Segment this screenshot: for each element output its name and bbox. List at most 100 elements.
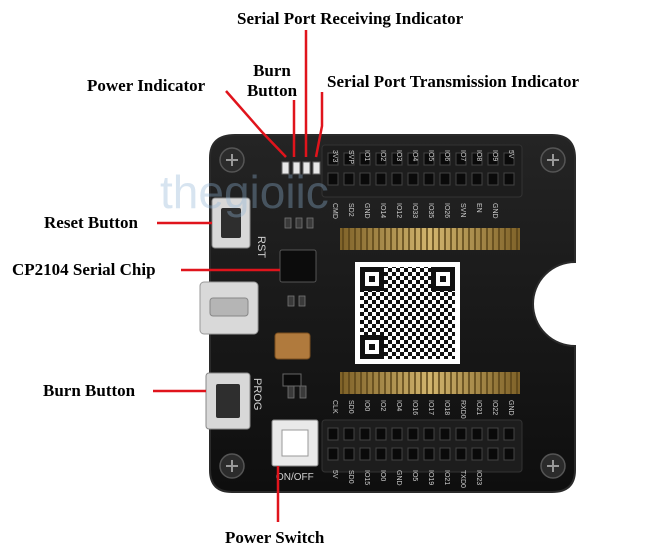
header-hole — [487, 172, 499, 186]
silk-pin-label: 3V3 — [331, 150, 338, 163]
silk-pin-label: CLK — [331, 400, 338, 414]
silk-on-off: ON/OFF — [276, 472, 314, 483]
leader-lines — [153, 30, 324, 522]
silk-rst: RST — [255, 236, 267, 258]
silk-pin-label: SD0 — [347, 400, 354, 414]
header-hole — [503, 427, 515, 441]
header-hole — [471, 427, 483, 441]
silk-pin-label: IO7 — [459, 150, 466, 161]
screw-icon — [219, 147, 566, 479]
silk-pin-label: IO18 — [443, 400, 450, 415]
micro-usb-port — [199, 281, 259, 335]
header-hole — [359, 152, 371, 166]
header-hole — [407, 427, 419, 441]
silk-pin-label: SVP — [347, 150, 354, 164]
silk-pin-label: IO33 — [411, 203, 418, 218]
header-hole — [343, 447, 355, 461]
silk-pin-label: IO16 — [411, 400, 418, 415]
header-hole — [487, 427, 499, 441]
silk-pin-label: IO6 — [443, 150, 450, 161]
header-hole — [407, 447, 419, 461]
header-hole — [455, 172, 467, 186]
label-power-switch: Power Switch — [225, 528, 325, 547]
header-hole — [375, 427, 387, 441]
header-hole — [455, 427, 467, 441]
header-hole — [503, 172, 515, 186]
silk-pin-label: IO4 — [411, 150, 418, 161]
header-hole — [423, 447, 435, 461]
silk-pin-label: IO22 — [491, 400, 498, 415]
header-hole — [375, 447, 387, 461]
silk-pin-label: RXD0 — [459, 400, 466, 419]
silk-pin-label: IO1 — [363, 150, 370, 161]
silk-pin-label: GND — [363, 203, 370, 219]
silk-pin-label: IO35 — [427, 203, 434, 218]
header-hole — [391, 152, 403, 166]
silk-pin-label: IO5 — [427, 150, 434, 161]
watermark: thegioiic — [160, 166, 329, 218]
header-hole — [455, 447, 467, 461]
header-hole — [391, 447, 403, 461]
silk-pin-label: IO3 — [395, 150, 402, 161]
label-burn-button-top-line1: Burn — [253, 61, 291, 80]
header-hole — [343, 152, 355, 166]
label-burn-button-top-line2: Button — [246, 81, 298, 100]
silk-pin-label: IO15 — [363, 470, 370, 485]
header-hole — [391, 427, 403, 441]
silk-pin-label: EN — [475, 203, 482, 213]
header-hole — [343, 172, 355, 186]
header-hole — [375, 152, 387, 166]
header-hole — [407, 172, 419, 186]
silk-pin-label: SD0 — [347, 470, 354, 484]
header-hole — [407, 152, 419, 166]
silk-pin-label: CMD — [331, 203, 338, 219]
silk-pin-label: SD2 — [347, 203, 354, 217]
silk-pin-label: 5V — [331, 470, 338, 479]
header-hole — [423, 172, 435, 186]
header-hole — [343, 427, 355, 441]
header-hole — [327, 447, 339, 461]
silk-pin-label: IO26 — [443, 203, 450, 218]
power-switch-part — [271, 419, 319, 467]
silk-pin-label: GND — [395, 470, 402, 486]
silk-pin-label: IO23 — [475, 470, 482, 485]
header-hole — [471, 447, 483, 461]
header-hole — [439, 172, 451, 186]
silk-pin-label: IO2 — [379, 150, 386, 161]
silk-pin-label: 5V — [507, 150, 514, 159]
header-hole — [327, 172, 339, 186]
silk-pin-label: IO9 — [491, 150, 498, 161]
silk-pin-label: SVN — [459, 203, 466, 217]
silk-pin-label: IO5 — [411, 470, 418, 481]
header-hole — [487, 447, 499, 461]
label-burn-button-top: Burn Button — [241, 61, 303, 101]
header-hole — [375, 172, 387, 186]
silk-pin-label: IO12 — [395, 203, 402, 218]
label-serial-rx: Serial Port Receiving Indicator — [237, 9, 464, 28]
header-hole — [359, 447, 371, 461]
header-hole — [455, 152, 467, 166]
header-hole — [471, 172, 483, 186]
silk-pin-label: GND — [507, 400, 514, 416]
prog-button-part — [205, 372, 251, 430]
header-hole — [423, 152, 435, 166]
header-hole — [327, 152, 339, 166]
regulator — [282, 373, 302, 387]
capacitor — [274, 332, 311, 360]
header-hole — [439, 152, 451, 166]
header-hole — [439, 427, 451, 441]
silk-pin-label: IO21 — [475, 400, 482, 415]
label-reset-button: Reset Button — [44, 213, 138, 232]
silk-pin-label: GND — [491, 203, 498, 219]
silk-pin-label: IO8 — [475, 150, 482, 161]
silk-pin-label: IO2 — [379, 400, 386, 411]
header-hole — [471, 152, 483, 166]
silk-pin-label: IO14 — [379, 203, 386, 218]
header-hole — [327, 427, 339, 441]
header-hole — [359, 172, 371, 186]
silk-pin-label: IO0 — [363, 400, 370, 411]
header-hole — [487, 152, 499, 166]
label-cp2104-chip: CP2104 Serial Chip — [12, 260, 156, 279]
led-indicators — [281, 161, 321, 175]
